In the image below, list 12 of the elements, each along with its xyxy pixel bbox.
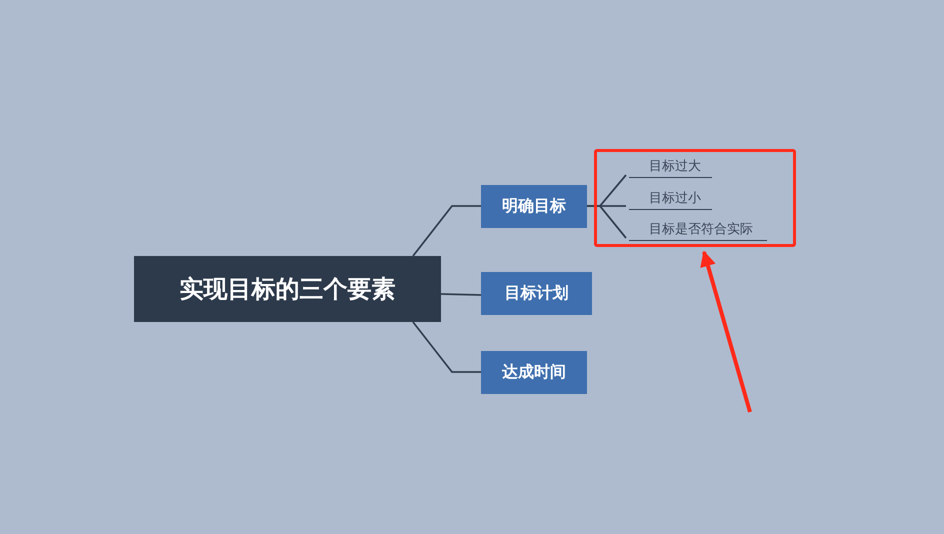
topic-box: 明确目标	[481, 185, 587, 228]
central-topic-box: 实现目标的三个要素	[134, 256, 441, 322]
topic-box: 目标计划	[481, 272, 592, 315]
topic-box: 达成时间	[481, 351, 587, 394]
highlight-frame	[594, 149, 796, 247]
connector-line	[412, 205, 481, 257]
subtopic-label: 目标过小	[629, 186, 712, 210]
connector-line	[440, 293, 482, 296]
connector-line	[412, 321, 481, 373]
subtopic-label: 目标是否符合实际	[629, 217, 767, 241]
arrow	[700, 250, 752, 413]
subtopic-label: 目标过大	[629, 154, 712, 178]
